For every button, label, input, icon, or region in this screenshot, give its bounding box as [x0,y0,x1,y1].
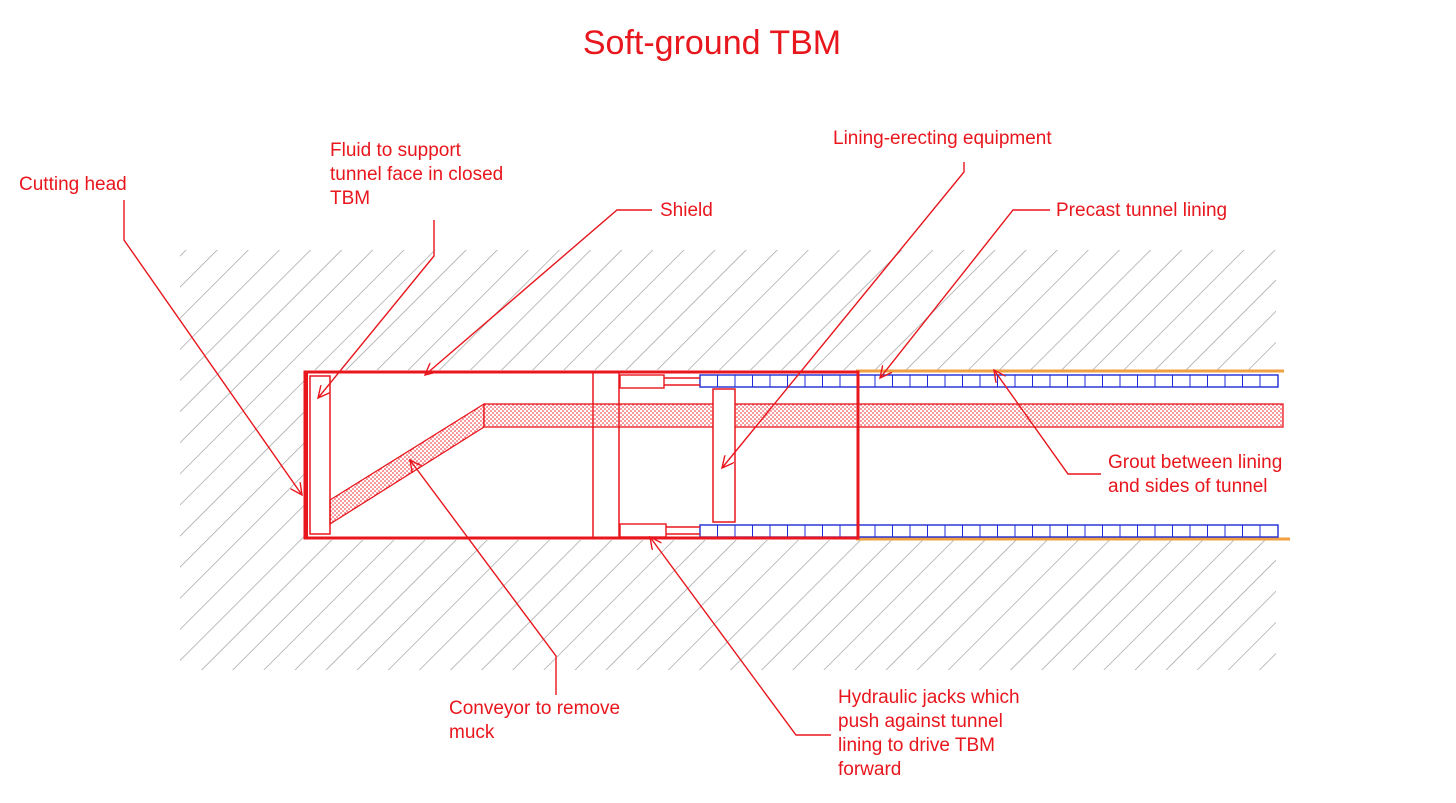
leader-shield [425,209,652,375]
label-cutting-head: Cutting head [19,174,127,195]
conveyor [329,402,1284,526]
leader-precast-lining [880,209,1050,378]
label-grout: Grout between lining and sides of tunnel [1108,452,1283,497]
leader-lines [123,162,1101,736]
label-hydraulic-jacks: Hydraulic jacks which push against tunne… [838,687,1020,780]
lining-strip [699,374,1279,388]
label-lining-erecting: Lining-erecting equipment [833,128,1052,149]
label-fluid-support: Fluid to support tunnel face in closed T… [330,140,504,209]
leader-lining-erecting [722,162,965,468]
bulkheads [592,373,620,537]
leader-grout [994,370,1101,475]
label-shield: Shield [660,200,713,221]
cutting-head [309,375,331,535]
hydraulic-jacks [619,374,700,538]
label-precast-lining: Precast tunnel lining [1056,200,1228,221]
leader-fluid [318,220,435,398]
ground-hatching [180,250,1285,670]
lining-strip [699,524,1279,538]
leader-cutting-head [123,200,302,495]
leader-hydraulic-jacks [650,537,831,736]
grout-layer [856,369,1290,541]
leader-conveyor [410,460,557,695]
label-conveyor: Conveyor to remove muck [449,698,621,743]
lining-segments-bottom [699,524,1279,538]
tbm-shield [303,370,860,540]
lining-segments-top [699,374,1279,388]
diagram-title: Soft-ground TBM [582,24,842,62]
